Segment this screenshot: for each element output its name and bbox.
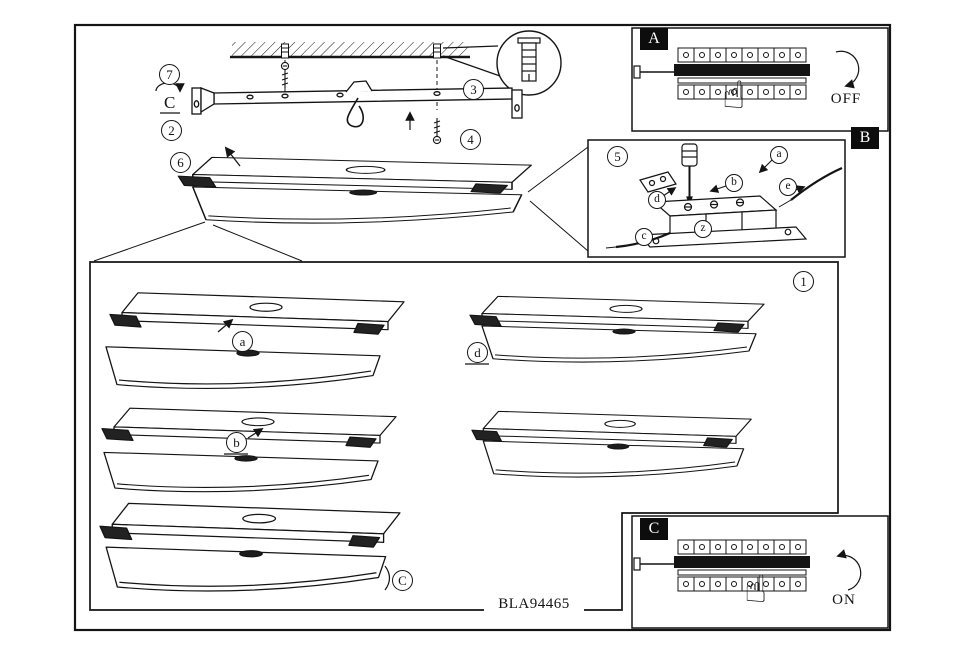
panel-a-art: [631, 27, 889, 132]
detail-a-label: a: [232, 331, 253, 352]
wiring-a-label: a: [770, 146, 788, 164]
step-7-label: 7: [159, 64, 180, 85]
product-code: BLA94465: [484, 596, 584, 613]
step-1-label: 1: [793, 271, 814, 292]
detail-b-label: b: [226, 432, 247, 453]
step-5-label: 5: [607, 146, 628, 167]
rotate-direction-letter: C: [164, 93, 176, 112]
detail-c-label: C: [392, 570, 413, 591]
step-3-label: 3: [463, 79, 484, 100]
page-frame: [73, 23, 892, 632]
wiring-z-label: z: [694, 220, 712, 238]
wiring-b-label: b: [725, 174, 743, 192]
wiring-e-label: e: [779, 178, 797, 196]
ceiling-art: [230, 30, 562, 145]
wiring-d-label: d: [648, 191, 666, 209]
hand-pointing-icon: ☝: [722, 73, 746, 117]
power-off-label: OFF: [830, 91, 862, 107]
power-on-label: ON: [832, 592, 856, 608]
panel-b-badge: B: [851, 127, 879, 149]
main-lamp-art: [93, 146, 589, 262]
panel-c-badge: C: [640, 518, 668, 540]
step-4-label: 4: [460, 129, 481, 150]
detail-box-art: [89, 261, 839, 611]
panel-b-art: [587, 139, 846, 258]
panel-a-badge: A: [640, 28, 668, 50]
step-6-label: 6: [170, 152, 191, 173]
detail-d-label: d: [467, 342, 488, 363]
step-2-label: 2: [161, 120, 182, 141]
panel-c-art: [631, 515, 889, 629]
annotation-marks: [155, 82, 489, 591]
bracket-art: [191, 80, 523, 128]
wiring-c-label: c: [635, 228, 653, 246]
hand-pointing-icon: ☝: [744, 567, 768, 611]
